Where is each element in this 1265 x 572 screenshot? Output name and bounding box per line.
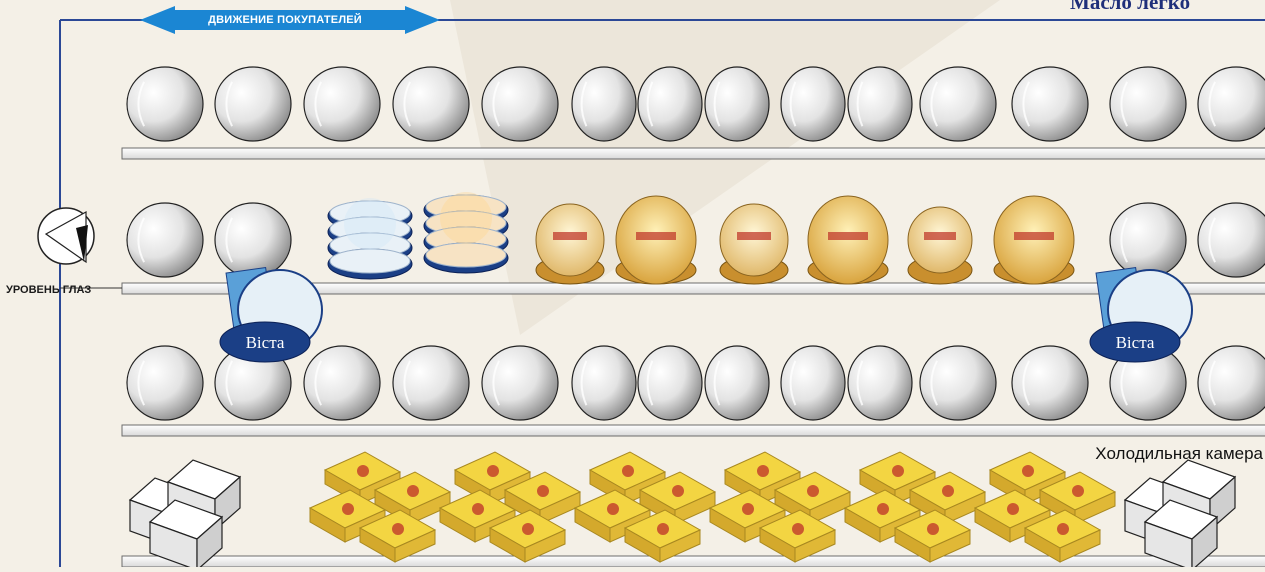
shelf-top-empty-slot	[1110, 67, 1186, 141]
fridge-label: Холодильная камера	[1095, 444, 1263, 464]
butter-block-stack	[845, 452, 985, 562]
shelf-middle-empty-slot	[920, 346, 996, 420]
shelf-top-empty-slot	[638, 67, 702, 141]
empty-block-placeholder	[1125, 460, 1235, 567]
shelf-middle-empty-slot	[848, 346, 912, 420]
shelf-top-empty-slot	[781, 67, 845, 141]
vista-tub-stack	[424, 192, 508, 273]
vista-brand-label: Віста	[246, 333, 285, 352]
shelf-top-empty-slot	[127, 67, 203, 141]
shelf-eye-level-empty-slot	[1110, 203, 1186, 277]
eye-icon	[38, 208, 94, 264]
shelf-top-empty-slot	[1012, 67, 1088, 141]
empty-block-placeholder	[130, 460, 240, 567]
shelf-top-empty-slot	[572, 67, 636, 141]
butter-block-stack	[710, 452, 850, 562]
shelf-top-empty-slot	[215, 67, 291, 141]
butter-tub	[994, 196, 1074, 284]
shelf-eye-level-empty-slot	[127, 203, 203, 277]
shelf-board-1	[122, 148, 1265, 159]
shelf-middle-empty-slot	[638, 346, 702, 420]
shelf-middle-empty-slot	[127, 346, 203, 420]
shelf-top-empty-slot	[920, 67, 996, 141]
shelf-top-empty-slot	[705, 67, 769, 141]
shelf-middle-empty-slot	[482, 346, 558, 420]
shelf-middle-empty-slot	[393, 346, 469, 420]
shelf-middle-empty-slot	[705, 346, 769, 420]
vista-tub-stack	[328, 198, 412, 279]
shelf-top-empty-slot	[848, 67, 912, 141]
butter-block-stack	[575, 452, 715, 562]
shelf-top-empty-slot	[1198, 67, 1265, 141]
shelf-middle-empty-slot	[1198, 346, 1265, 420]
shelf-board-3	[122, 425, 1265, 436]
shelf-middle-empty-slot	[781, 346, 845, 420]
butter-tub	[908, 207, 972, 284]
butter-tub	[536, 204, 604, 284]
butter-block-stack	[440, 452, 580, 562]
shelf-middle-empty-slot	[304, 346, 380, 420]
butter-tub	[720, 204, 788, 284]
butter-tub	[616, 196, 696, 284]
shelf-middle-empty-slot	[1012, 346, 1088, 420]
page-title: Масло легко	[1070, 0, 1190, 15]
customer-flow-label: ДВИЖЕНИЕ ПОКУПАТЕЛЕЙ	[150, 8, 420, 32]
shelf-eye-level-empty-slot	[215, 203, 291, 277]
shelf-top-empty-slot	[482, 67, 558, 141]
shelf-top-empty-slot	[393, 67, 469, 141]
vista-brand-label: Віста	[1116, 333, 1155, 352]
shelf-board-4	[122, 556, 1265, 567]
shelf-middle-empty-slot	[572, 346, 636, 420]
vista-promo-pack: Віста	[1090, 268, 1192, 362]
vista-promo-pack: Віста	[220, 268, 322, 362]
shelf-eye-level-empty-slot	[1198, 203, 1265, 277]
butter-block-stack	[310, 452, 450, 562]
shelf-top-empty-slot	[304, 67, 380, 141]
eye-level-label: УРОВЕНЬ ГЛАЗ	[6, 284, 91, 296]
butter-tub	[808, 196, 888, 284]
butter-block-stack	[975, 452, 1115, 562]
